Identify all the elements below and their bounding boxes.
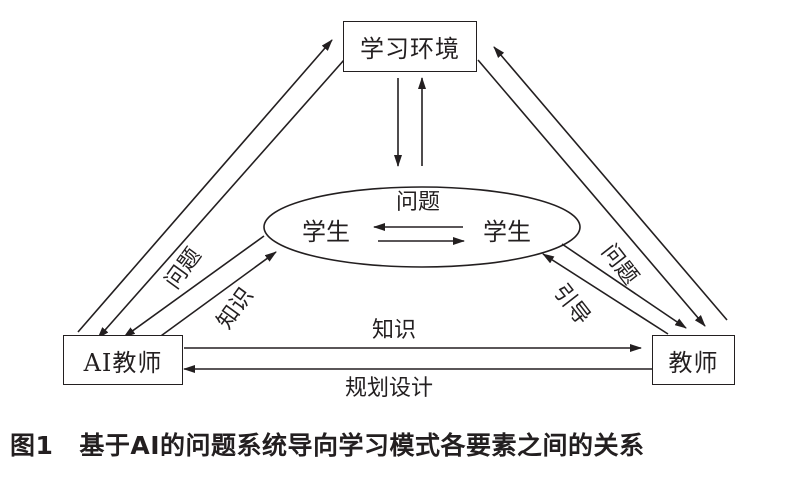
figure-number: 图1 [10, 431, 54, 460]
bottom-design-label: 规划设计 [345, 376, 434, 401]
figure-caption-text: 基于AI的问题系统导向学习模式各要素之间的关系 [79, 431, 645, 460]
learning-environment-box: 学习环境 [343, 21, 477, 72]
student-right-label: 学生 [483, 218, 531, 246]
ai-to-student-knowledge-arrow [153, 251, 277, 342]
teacher-to-env-arrow [493, 46, 728, 321]
ai-teacher-box: AI教师 [63, 335, 183, 385]
bottom-knowledge-label: 知识 [372, 318, 417, 343]
figure-caption: 图1 基于AI的问题系统导向学习模式各要素之间的关系 [0, 426, 800, 462]
student-left-label: 学生 [302, 218, 350, 246]
teacher-to-student-guide-arrow [542, 253, 669, 335]
student-to-teacher-question-arrow [561, 243, 687, 329]
student-to-ai-question-arrow [123, 235, 265, 338]
student-question-label: 问题 [396, 190, 441, 215]
ai-to-env-arrow [77, 39, 333, 333]
student-ellipse [263, 186, 581, 268]
env-to-teacher-arrow [477, 59, 706, 327]
env-to-ai-arrow [97, 59, 345, 339]
teacher-box: 教师 [652, 335, 735, 385]
